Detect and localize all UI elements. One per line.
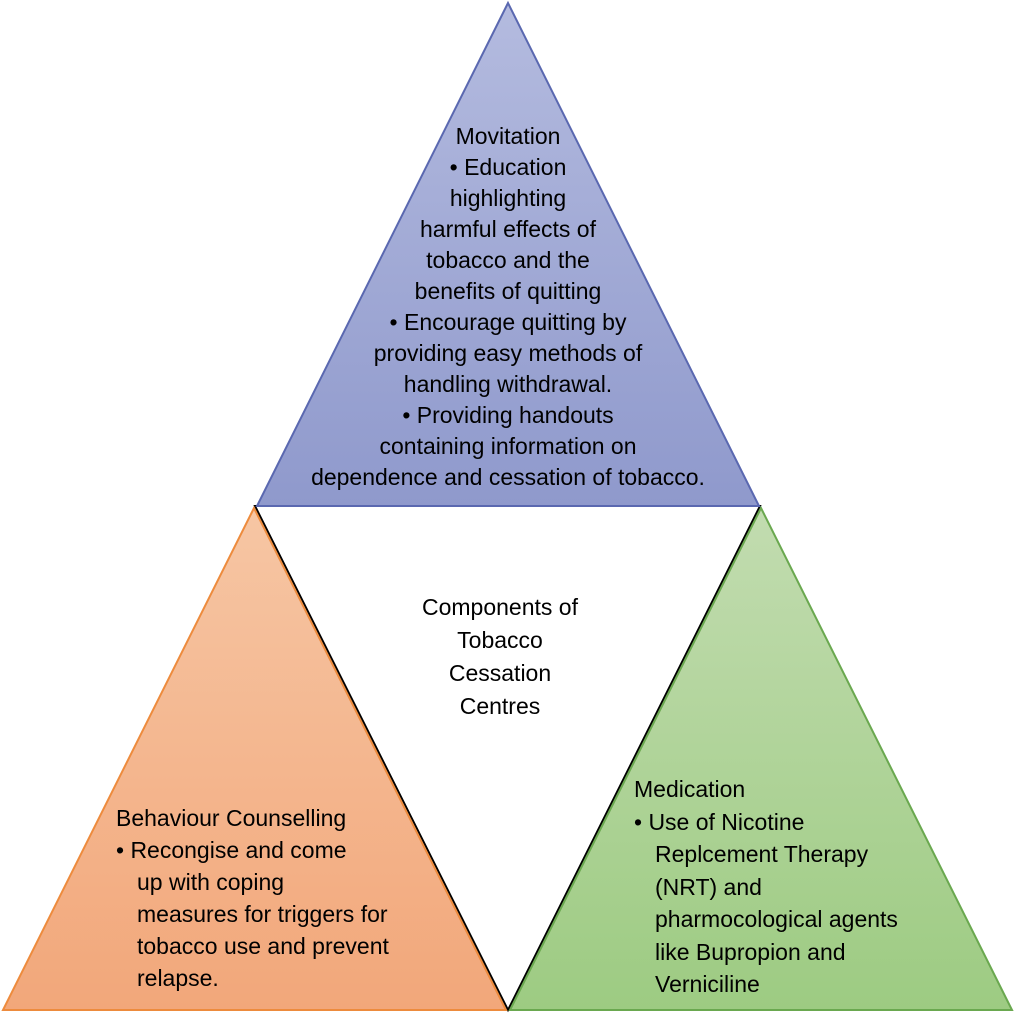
counselling-line: tobacco use and prevent: [137, 933, 389, 959]
motivation-line: harmful effects of: [420, 216, 596, 242]
counselling-line: • Recongise and come: [116, 837, 347, 863]
motivation-line: tobacco and the: [426, 247, 590, 273]
medication-line: • Use of Nicotine: [634, 808, 805, 835]
behaviour-counselling-triangle: [1, 505, 508, 1011]
motivation-text: Movitation • Education highlighting harm…: [258, 121, 758, 493]
medication-line: like Bupropion and: [655, 938, 846, 965]
counselling-title: Behaviour Counselling: [116, 805, 347, 831]
motivation-line: containing information on: [379, 433, 637, 459]
motivation-line: benefits of quitting: [414, 278, 602, 304]
medication-triangle: [508, 505, 1014, 1011]
medication-title: Medication: [634, 776, 746, 802]
motivation-line: • Providing handouts: [402, 402, 614, 428]
counselling-line: relapse.: [137, 965, 219, 991]
motivation-line: providing easy methods of: [373, 340, 643, 366]
motivation-line: highlighting: [449, 185, 567, 211]
medication-line: (NRT) and: [655, 873, 762, 900]
counselling-text: Behaviour Counselling • Recongise and co…: [116, 802, 389, 994]
motivation-line: • Encourage quitting by: [389, 309, 627, 335]
center-line: Components of: [422, 594, 578, 620]
counselling-line: up with coping: [137, 869, 285, 895]
motivation-line: dependence and cessation of tobacco.: [311, 464, 705, 490]
center-text: Components of Tobacco Cessation Centres: [380, 591, 620, 723]
medication-line: pharmocological agents: [655, 906, 898, 932]
center-line: Cessation: [448, 660, 552, 686]
motivation-line: handling withdrawal.: [403, 371, 613, 397]
center-line: Centres: [459, 693, 541, 719]
motivation-line: • Education: [449, 154, 567, 180]
motivation-triangle: [255, 0, 761, 507]
medication-text: Medication • Use of Nicotine Replcement …: [634, 773, 898, 1001]
medication-line: Replcement Therapy: [655, 841, 869, 867]
counselling-line: measures for triggers for: [137, 901, 388, 927]
medication-line: Verniciline: [655, 971, 760, 997]
center-line: Tobacco: [457, 627, 543, 653]
motivation-title: Movitation: [455, 123, 561, 149]
